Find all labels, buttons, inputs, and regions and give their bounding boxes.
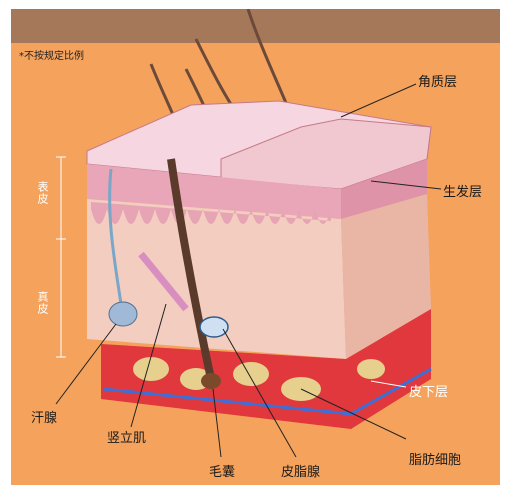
label-hair-follicle: 毛囊 (209, 461, 235, 480)
fat-cell-5 (357, 359, 385, 379)
scale-note: *不按规定比例 (19, 47, 84, 62)
hair-bulb (201, 373, 221, 389)
fat-cell-1 (133, 357, 169, 381)
label-epidermis: 表皮 (34, 181, 50, 205)
label-subcutaneous: 皮下层 (409, 381, 448, 400)
sweat-gland-shape (109, 302, 137, 326)
label-stratum-germinativum: 生发层 (443, 181, 482, 200)
fat-cell-3 (233, 362, 269, 386)
sebaceous-gland-shape (200, 317, 228, 337)
label-stratum-corneum: 角质层 (418, 71, 457, 90)
leader-corneum (341, 84, 416, 117)
label-fat-cells: 脂肪细胞 (409, 449, 461, 468)
label-sebaceous-gland: 皮脂腺 (281, 461, 320, 480)
label-sweat-gland: 汗腺 (31, 407, 57, 426)
diagram-frame: *不按规定比例 角质层 生发层 皮下层 脂肪细胞 皮脂腺 毛囊 竖立肌 汗腺 表… (11, 9, 500, 485)
label-dermis: 真皮 (34, 291, 50, 315)
label-arrector-pili: 竖立肌 (107, 427, 146, 446)
